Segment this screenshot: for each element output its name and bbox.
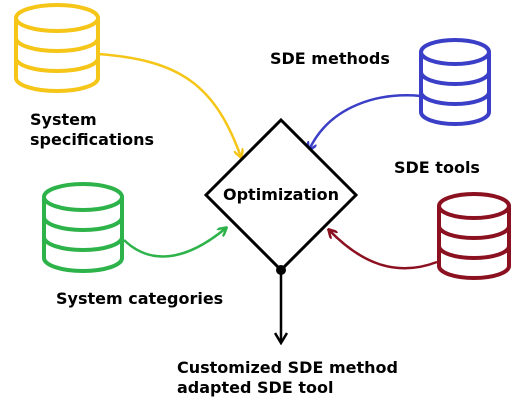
output-label: Customized SDE method adapted SDE tool bbox=[177, 358, 398, 397]
arrow-system-specifications bbox=[97, 52, 241, 157]
system-categories-database-icon bbox=[42, 182, 124, 273]
sde-tools-label: SDE tools bbox=[394, 158, 480, 177]
arrow-system-categories bbox=[123, 228, 226, 258]
system-specifications-label: System specifications bbox=[30, 110, 154, 149]
system-categories-label: System categories bbox=[56, 289, 224, 308]
sde-tools-database-icon bbox=[437, 192, 511, 280]
system-specifications-database-icon bbox=[14, 3, 100, 93]
sde-methods-label: SDE methods bbox=[270, 49, 390, 68]
optimization-label: Optimization bbox=[223, 185, 339, 204]
arrow-sde-methods bbox=[309, 94, 422, 150]
arrow-sde-tools bbox=[329, 230, 438, 270]
sde-methods-database-icon bbox=[419, 38, 491, 126]
